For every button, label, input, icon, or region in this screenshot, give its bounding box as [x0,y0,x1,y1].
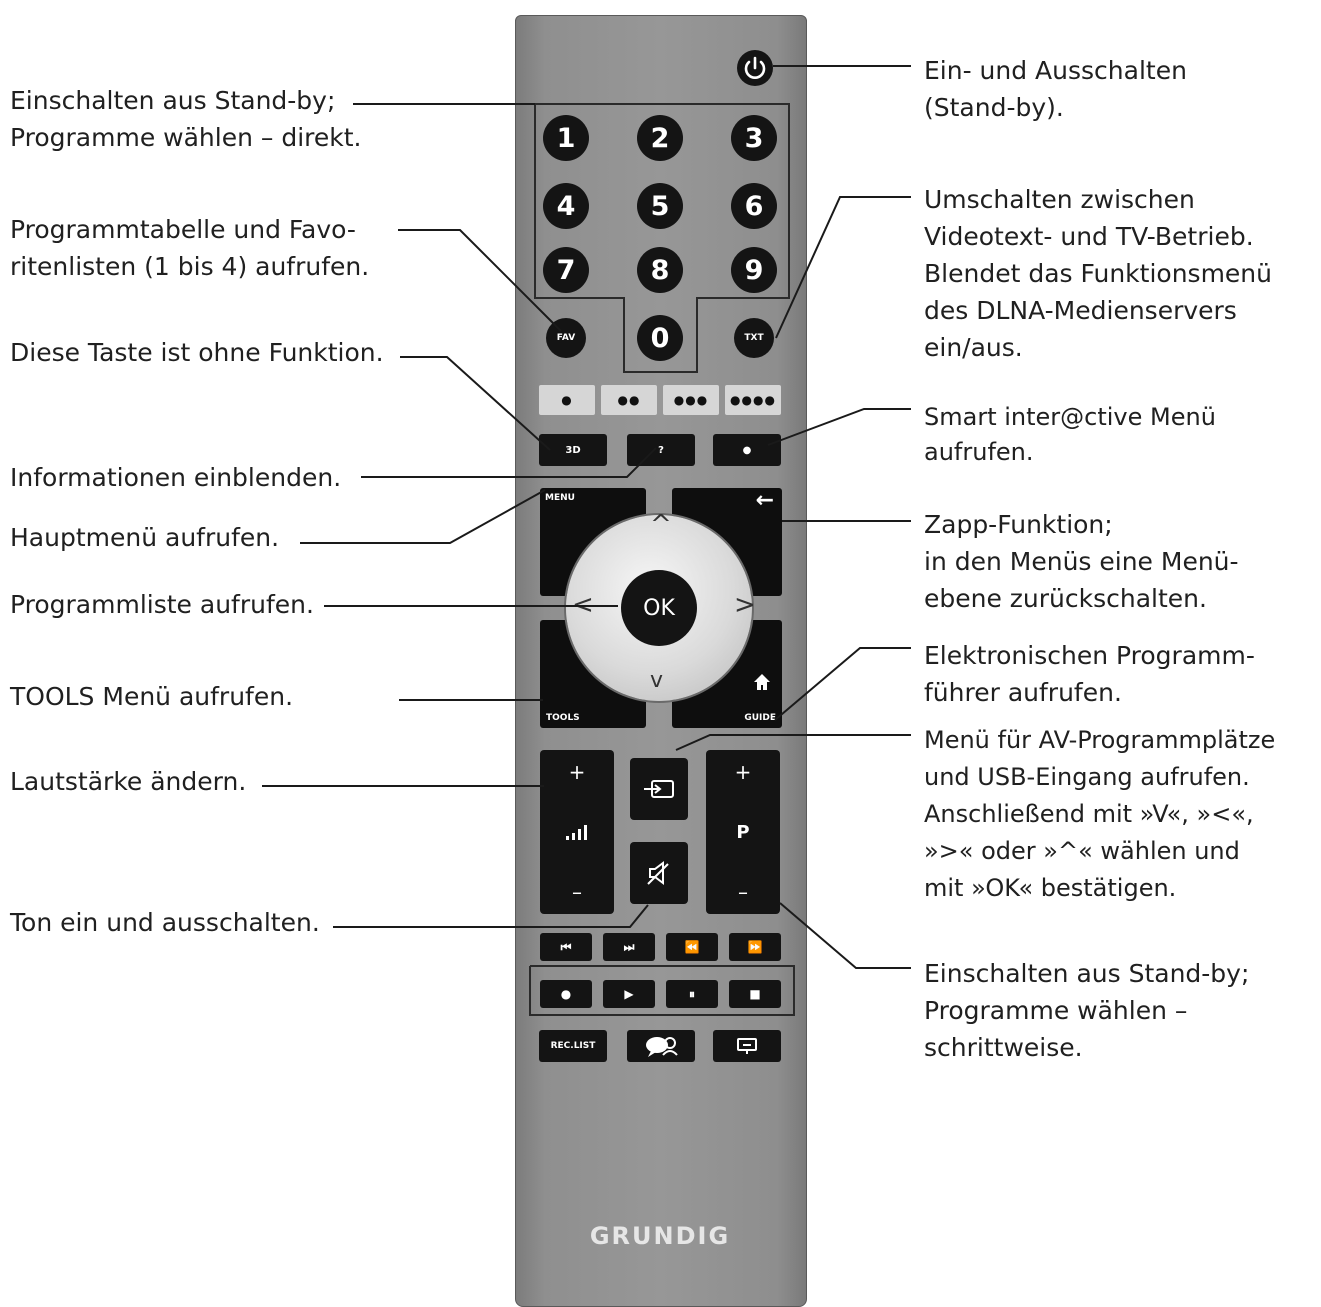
rewind-button[interactable]: ⏪ [666,933,718,961]
home-icon [754,674,770,690]
digit-6-button[interactable]: 6 [731,183,777,229]
up-arrow-icon[interactable]: ^ [650,510,672,540]
green-button[interactable]: ●● [601,385,657,415]
yellow-button[interactable]: ●●● [663,385,719,415]
input-source-icon [644,780,674,798]
down-arrow-icon[interactable]: v [650,668,664,693]
volume-rocker[interactable]: + – [540,750,614,914]
ok-label: OK [643,595,675,621]
skip-forward-button[interactable]: ⏭ [603,933,655,961]
power-button[interactable] [737,50,773,86]
record-button[interactable]: ● [540,980,592,1008]
source-button[interactable] [630,758,688,820]
label-channel-list: Programmliste aufrufen. [10,590,314,619]
volume-minus-label: – [572,880,582,904]
program-plus-label: + [734,760,752,784]
digit-9-button[interactable]: 9 [731,247,777,293]
label-power: Ein- und Ausschalten (Stand-by). [924,56,1187,122]
program-minus-label: – [738,880,748,904]
label-standby-step: Einschalten aus Stand-by; Programme wähl… [924,959,1250,1062]
mute-icon [647,861,669,885]
label-standby-direct: Einschalten aus Stand-by; Programme wähl… [10,86,362,152]
label-zapp: Zapp-Funktion; in den Menüs eine Menü- e… [924,510,1239,613]
smart-button[interactable]: ● [713,434,781,466]
digit-2-button[interactable]: 2 [637,115,683,161]
label-mute: Ton ein und ausschalten. [10,908,320,937]
label-teletext: Umschalten zwischen Videotext- und TV-Be… [924,185,1272,362]
digit-4-button[interactable]: 4 [543,183,589,229]
blue-button[interactable]: ●●●● [725,385,781,415]
label-smart: Smart inter@ctive Menü aufrufen. [924,403,1216,466]
label-info: Informationen einblenden. [10,463,342,492]
program-p-label: P [736,821,750,843]
power-icon [744,56,766,79]
label-no-function: Diese Taste ist ohne Funktion. [10,338,384,367]
mute-button[interactable] [630,842,688,904]
digit-0-button[interactable]: 0 [637,315,683,361]
digit-1-button[interactable]: 1 [543,115,589,161]
stop-button[interactable]: ■ [729,980,781,1008]
tools-label: TOOLS [546,713,580,723]
volume-level-icon [566,825,587,840]
label-main-menu: Hauptmenü aufrufen. [10,523,280,552]
label-epg: Elektronischen Programm- führer aufrufen… [924,641,1255,707]
brand-logo: GRUNDIG [589,1222,731,1250]
label-fav-table: Programmtabelle und Favo- ritenlisten (1… [10,215,370,281]
chat-button[interactable] [627,1030,695,1062]
digit-8-button[interactable]: 8 [637,247,683,293]
skip-back-button[interactable]: ⏮ [540,933,592,961]
fav-button[interactable]: FAV [546,318,586,358]
red-button[interactable]: ● [539,385,595,415]
label-av-menu: Menü für AV-Programmplätze und USB-Einga… [924,726,1276,902]
menu-label: MENU [545,493,575,503]
volume-plus-label: + [568,760,586,784]
guide-label: GUIDE [744,713,776,723]
digit-3-button[interactable]: 3 [731,115,777,161]
right-arrow-icon[interactable]: > [734,590,756,620]
label-volume: Lautstärke ändern. [10,767,247,796]
speech-bubble-icon [646,1037,678,1057]
program-rocker[interactable]: + P – [706,750,780,914]
label-tools-menu: TOOLS Menü aufrufen. [10,682,294,711]
txt-button[interactable]: TXT [734,318,774,358]
play-button[interactable]: ▶ [603,980,655,1008]
3d-button[interactable]: 3D [539,434,607,466]
fast-forward-button[interactable]: ⏩ [729,933,781,961]
back-arrow-icon: ← [755,488,774,513]
rec-list-button[interactable]: REC.LIST [539,1030,607,1062]
screen-icon [737,1038,757,1054]
digit-7-button[interactable]: 7 [543,247,589,293]
digit-5-button[interactable]: 5 [637,183,683,229]
pause-button[interactable]: ⏸ [666,980,718,1008]
screen-button[interactable] [713,1030,781,1062]
ok-button[interactable]: OK [621,570,697,646]
info-button[interactable]: ? [627,434,695,466]
